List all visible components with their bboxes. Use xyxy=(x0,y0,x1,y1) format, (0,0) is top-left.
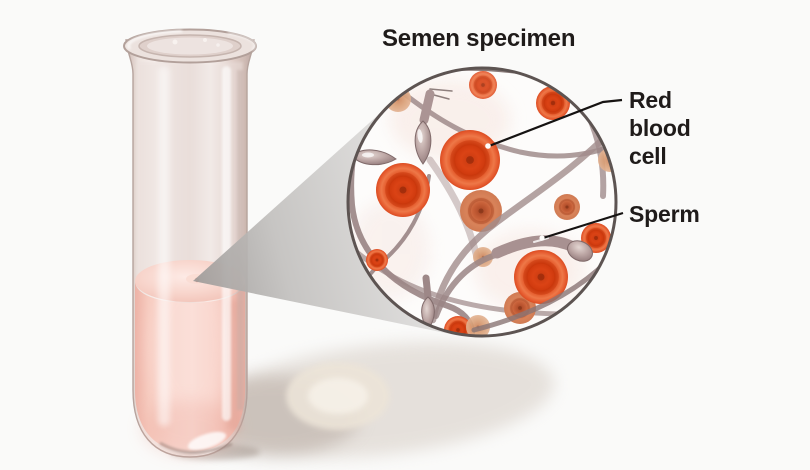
sperm-midpiece xyxy=(422,274,432,301)
label-red-blood-cell: Red blood cell xyxy=(629,87,691,169)
red-blood-cell xyxy=(376,163,430,217)
diagram-title: Semen specimen xyxy=(382,25,576,52)
glass-highlight xyxy=(158,66,170,426)
leader-dot xyxy=(485,143,491,149)
red-blood-cell xyxy=(366,249,388,271)
red-blood-cell xyxy=(554,194,580,220)
glass-highlight xyxy=(222,66,231,421)
sperm-head xyxy=(567,240,593,262)
leader-dot xyxy=(539,235,545,241)
red-blood-cell xyxy=(469,71,497,99)
label-sperm: Sperm xyxy=(629,201,700,227)
sperm-midpiece xyxy=(419,89,435,125)
magnifier-ring xyxy=(346,66,618,338)
red-blood-cell xyxy=(440,130,500,190)
leader-line-red-blood-cell xyxy=(488,98,623,148)
leader-lines xyxy=(488,98,624,240)
tube-rim xyxy=(123,28,257,64)
leader-line-sperm xyxy=(542,211,624,240)
